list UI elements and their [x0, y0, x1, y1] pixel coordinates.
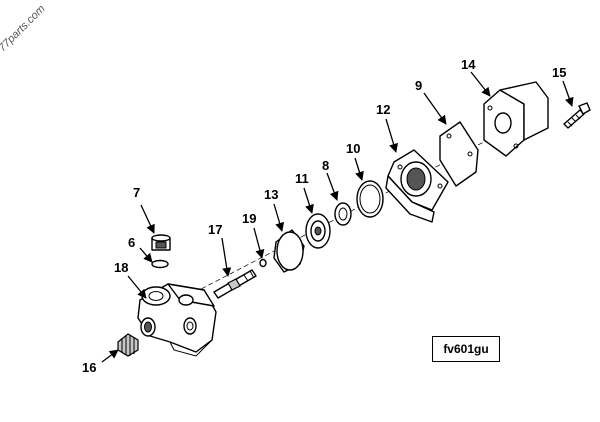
callout-14: 14: [461, 57, 476, 72]
part-10-seal-ring[interactable]: [356, 180, 384, 218]
leader-18: [127, 275, 147, 299]
part-7-plug[interactable]: [151, 234, 171, 251]
callout-16: 16: [82, 360, 96, 375]
callout-7: 7: [133, 185, 140, 200]
leader-6: [139, 247, 153, 263]
leader-19: [253, 227, 265, 259]
leader-10: [354, 157, 364, 181]
part-11-retainer[interactable]: [305, 213, 331, 249]
part-6-o-ring[interactable]: [151, 259, 169, 269]
leader-13: [273, 203, 285, 232]
leader-7: [140, 204, 155, 234]
leader-11: [303, 187, 314, 214]
leader-16: [101, 349, 119, 363]
figure-reference-code: fv601gu: [432, 336, 500, 362]
callout-10: 10: [346, 141, 360, 156]
part-14-cover[interactable]: [483, 81, 549, 157]
part-8-washer[interactable]: [334, 202, 352, 226]
leader-15: [562, 80, 574, 107]
part-16-fitting[interactable]: [117, 333, 139, 357]
callout-6: 6: [128, 235, 135, 250]
callout-15: 15: [552, 65, 566, 80]
part-18-valve-body[interactable]: [137, 283, 217, 357]
part-13-piston[interactable]: [273, 229, 305, 273]
part-12-housing[interactable]: [385, 149, 449, 223]
leader-12: [385, 118, 398, 153]
leader-9: [423, 92, 447, 125]
part-15-bolt[interactable]: [563, 102, 591, 129]
callout-18: 18: [114, 260, 128, 275]
callout-13: 13: [264, 187, 278, 202]
leader-14: [470, 71, 491, 97]
callout-8: 8: [322, 158, 329, 173]
leader-17: [221, 237, 232, 277]
part-19-o-ring[interactable]: [259, 258, 267, 268]
callout-11: 11: [295, 171, 309, 186]
part-9-gasket[interactable]: [439, 121, 479, 187]
callout-9: 9: [415, 78, 422, 93]
callout-19: 19: [242, 211, 256, 226]
part-17-spool[interactable]: [213, 269, 257, 299]
callout-17: 17: [208, 222, 222, 237]
leader-8: [326, 172, 339, 201]
callout-12: 12: [376, 102, 390, 117]
